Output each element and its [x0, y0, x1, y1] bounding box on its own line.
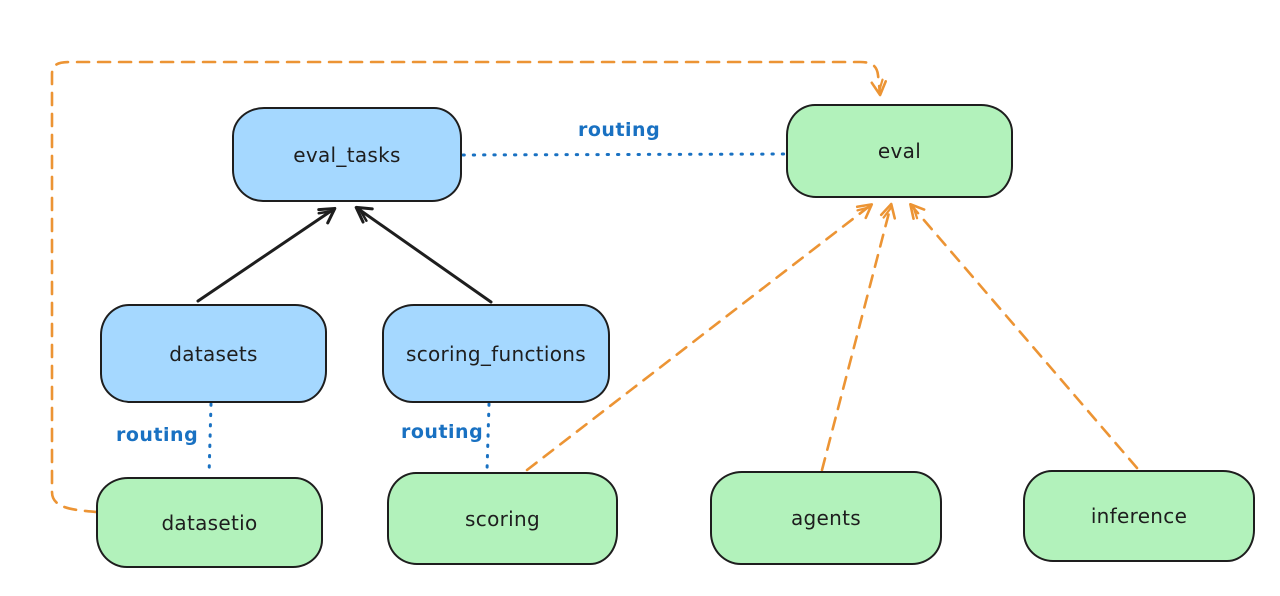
node-eval_tasks: eval_tasks — [232, 107, 462, 202]
node-inference: inference — [1023, 470, 1255, 562]
edge-arrow-scoring-eval — [525, 203, 874, 472]
node-label-inference: inference — [1090, 504, 1188, 528]
edge-routing-datasets-datasetio — [207, 402, 213, 478]
edge-arrow-datasetio-eval-loop — [50, 60, 888, 514]
node-scoring_functions: scoring_functions — [382, 304, 610, 403]
node-label-datasetio: datasetio — [161, 510, 258, 535]
node-label-datasets: datasets — [169, 341, 258, 366]
edge-label-routing-datasets-datasetio: routing — [116, 424, 199, 446]
edge-routing-scoring_functions-scoring — [485, 402, 491, 473]
node-eval: eval — [786, 104, 1013, 198]
node-datasetio: datasetio — [96, 477, 323, 568]
edge-arrow-datasets-eval_tasks — [196, 206, 337, 303]
node-label-agents: agents — [791, 506, 861, 530]
node-scoring: scoring — [387, 472, 618, 565]
edge-arrow-inference-eval — [909, 202, 1139, 470]
edge-arrow-agents-eval — [820, 202, 897, 472]
node-label-scoring_functions: scoring_functions — [405, 341, 587, 366]
node-label-eval_tasks: eval_tasks — [293, 142, 401, 167]
edge-routing-eval_tasks-eval — [461, 152, 787, 157]
node-datasets: datasets — [100, 304, 327, 403]
edge-label-routing-scoring_functions-scoring: routing — [401, 421, 484, 443]
edge-arrow-scoring_functions-eval_tasks — [354, 205, 493, 304]
node-label-scoring: scoring — [465, 506, 540, 531]
node-label-eval: eval — [877, 139, 922, 163]
node-agents: agents — [710, 471, 942, 565]
edge-label-routing-eval_tasks-eval: routing — [578, 119, 661, 141]
